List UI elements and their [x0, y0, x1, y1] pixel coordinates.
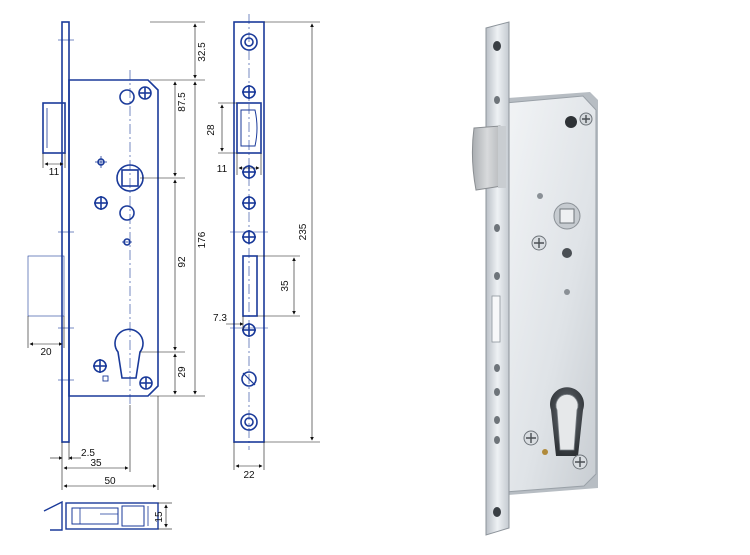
dim-case-thickness: 15 [154, 511, 165, 523]
dim-bolt-offset: 7.3 [213, 313, 227, 324]
side-dimension-lines [218, 21, 320, 470]
dim-case-height: 176 [197, 231, 208, 248]
dim-follower-offset: 87.5 [177, 92, 188, 112]
side-latch-window [236, 102, 262, 154]
dim-case-depth: 50 [104, 476, 116, 487]
technical-drawing: 32.5 87.5 92 29 176 11 20 2.5 35 50 [27, 14, 320, 531]
front-screw-top-left [119, 89, 135, 105]
side-hole-bottom [240, 413, 258, 431]
dim-deadbolt-projection: 20 [40, 347, 52, 358]
front-latch [42, 102, 66, 154]
front-follower-square [121, 169, 139, 187]
dim-backset-height: 92 [177, 256, 188, 268]
dim-faceplate-length: 235 [298, 223, 309, 240]
mortise-lock-photo [471, 21, 598, 536]
dim-backset: 35 [90, 458, 102, 469]
side-bolt-slot [242, 255, 258, 317]
dim-cylinder-to-bottom: 29 [177, 366, 188, 378]
side-hole-top [240, 33, 258, 51]
bottom-faceplate [43, 500, 63, 531]
dim-bolt-slot-height: 35 [280, 280, 291, 292]
bottom-view [43, 500, 159, 531]
side-view [230, 14, 268, 450]
dim-faceplate-width: 22 [243, 470, 255, 481]
dim-top-margin: 32.5 [197, 42, 208, 62]
front-cylinder-cutout [114, 328, 144, 379]
dim-faceplate-thickness: 2.5 [81, 448, 95, 459]
front-lock-case [68, 79, 159, 397]
dim-latch-projection: 11 [49, 167, 60, 178]
dim-latch-height: 28 [206, 124, 217, 136]
photo-lock-case [504, 95, 597, 493]
dim-latch-depth: 11 [217, 164, 228, 175]
front-deadbolt [27, 255, 65, 317]
photo-latch [471, 125, 503, 191]
front-view [27, 21, 159, 443]
bottom-case [65, 502, 159, 530]
front-dimension-lines [27, 21, 205, 490]
